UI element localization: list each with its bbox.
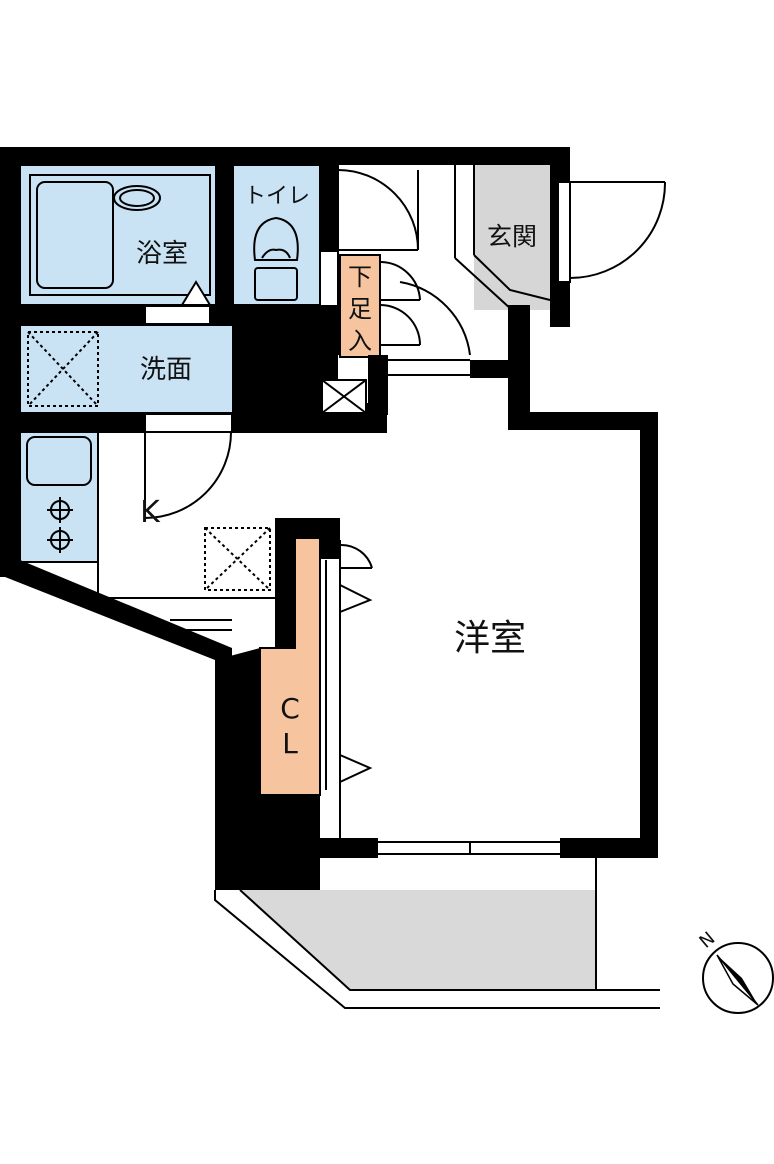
entrance-label: 玄関 <box>487 222 537 251</box>
toilet-icon <box>253 216 299 301</box>
shoe-box-label-1: 下 <box>348 263 372 291</box>
western-room-label: 洋室 <box>454 618 526 659</box>
walls <box>0 147 658 890</box>
kitchen-sink-icon <box>26 436 92 486</box>
bathtub <box>29 174 211 296</box>
bathroom-area <box>20 165 216 305</box>
pipe-shaft-icon <box>321 379 367 414</box>
shoe-box-label-3: 入 <box>348 327 372 355</box>
fridge-space-icon <box>204 527 271 591</box>
balcony-area <box>240 890 596 990</box>
toilet-label: トイレ <box>244 184 310 209</box>
compass-north-label: N <box>695 928 719 953</box>
compass-needle-tail-icon <box>716 954 759 1006</box>
stove-burner-icon <box>47 497 73 553</box>
washer-space-icon <box>27 331 99 407</box>
kitchen-label: K <box>140 495 161 530</box>
closet-area <box>260 538 320 795</box>
washroom-label: 洗面 <box>140 355 192 385</box>
closet-label-2: L <box>282 727 298 760</box>
toilet-area <box>233 165 320 305</box>
doors <box>144 169 667 783</box>
shoe-box-label-2: 足 <box>348 295 372 323</box>
shoe-box-area <box>340 255 380 357</box>
compass: N <box>695 928 774 1014</box>
closet-label-1: C <box>280 692 300 725</box>
bathroom-label: 浴室 <box>136 239 188 269</box>
